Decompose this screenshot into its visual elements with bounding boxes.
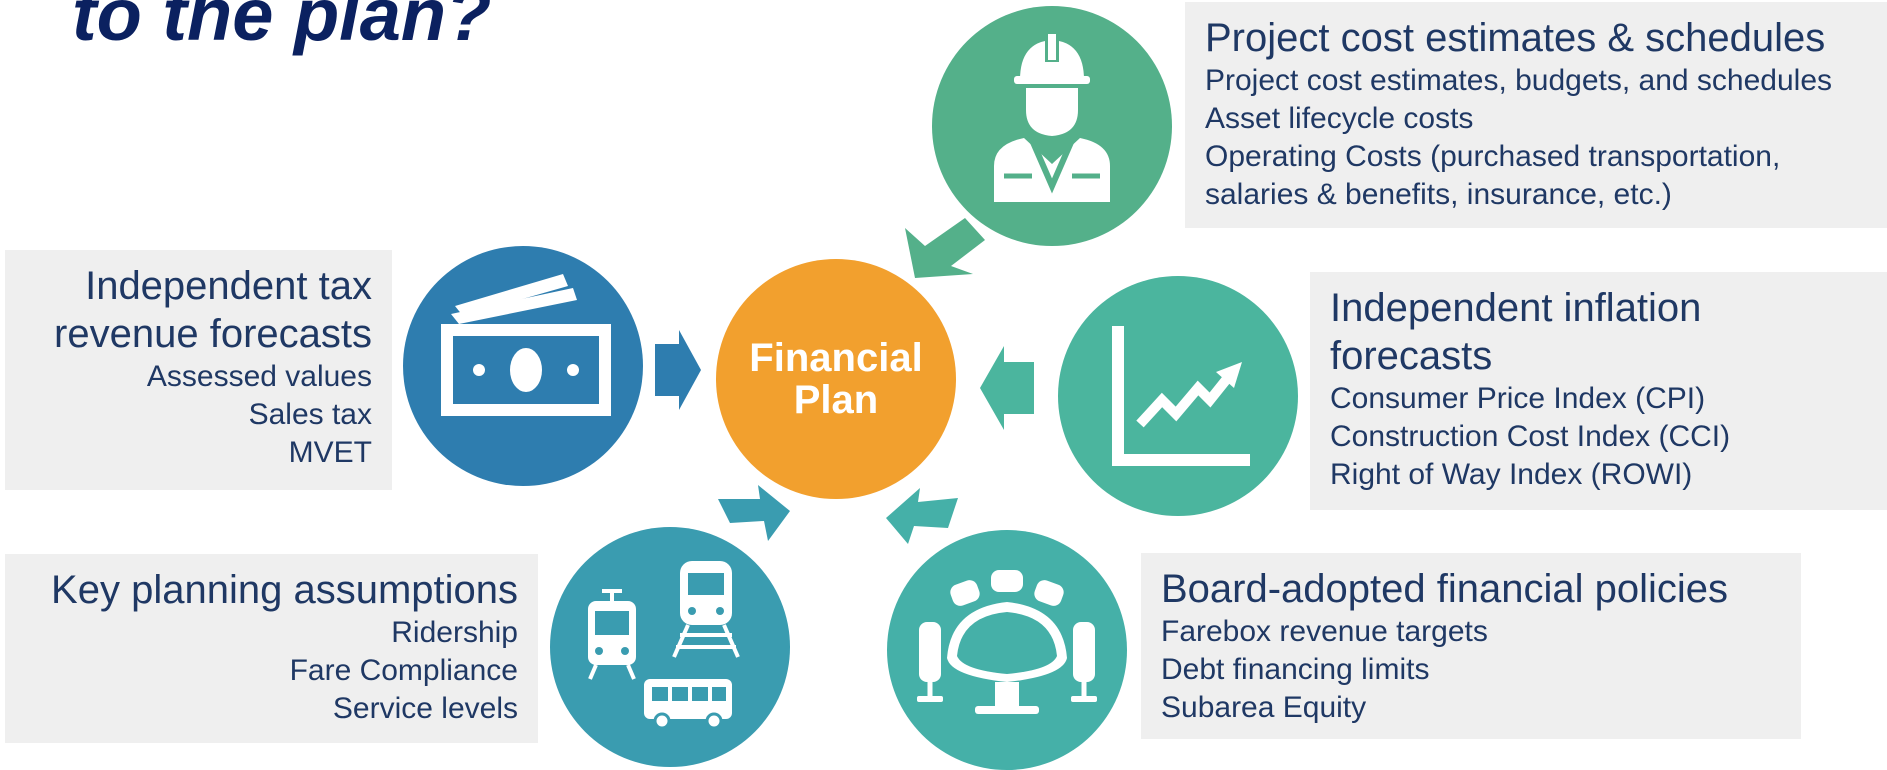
board-policies-box: Board-adopted financial policies Farebox… — [1141, 553, 1801, 739]
tax-revenue-heading-line2: revenue forecasts — [54, 312, 372, 356]
board-policies-list: Farebox revenue targets Debt financing l… — [1161, 613, 1791, 727]
list-item: Sales tax — [248, 398, 372, 431]
planning-assumptions-circle — [550, 527, 790, 767]
list-item: Project cost estimates, budgets, and sch… — [1205, 64, 1833, 97]
inflation-heading-line1: Independent inflation — [1330, 286, 1702, 330]
financial-plan-label: Financial Plan — [749, 336, 923, 422]
inflation-forecast-box: Independent inflation forecasts Consumer… — [1310, 272, 1887, 510]
transit-vehicles-icon — [588, 561, 740, 730]
tax-revenue-box: Independent tax revenue forecasts Assess… — [5, 250, 392, 490]
list-item: Ridership — [391, 616, 518, 649]
list-item: Consumer Price Index (CPI) — [1330, 382, 1706, 415]
list-item: Construction Cost Index (CCI) — [1330, 420, 1731, 453]
inflation-forecast-heading: Independent inflation forecasts — [1330, 284, 1877, 380]
project-cost-heading: Project cost estimates & schedules — [1205, 16, 1826, 60]
page-title: to the plan? — [72, 0, 492, 56]
construction-worker-icon — [994, 34, 1110, 202]
financial-plan-circle: Financial Plan — [716, 259, 956, 499]
planning-assumptions-heading: Key planning assumptions — [51, 568, 518, 612]
list-item: salaries & benefits, insurance, etc.) — [1205, 178, 1672, 211]
inflation-forecast-list: Consumer Price Index (CPI) Construction … — [1330, 380, 1877, 494]
arrow-right-icon — [655, 330, 701, 410]
list-item: Assessed values — [146, 360, 372, 393]
list-item: Subarea Equity — [1161, 691, 1367, 724]
arrow-up-left-icon — [886, 488, 958, 544]
list-item: Right of Way Index (ROWI) — [1330, 458, 1693, 491]
list-item: Operating Costs (purchased transportatio… — [1205, 140, 1781, 173]
project-cost-list: Project cost estimates, budgets, and sch… — [1205, 62, 1877, 214]
tax-revenue-heading: Independent tax revenue forecasts — [15, 262, 372, 358]
board-policies-circle — [887, 530, 1127, 770]
board-policies-heading: Board-adopted financial policies — [1161, 567, 1729, 611]
tax-revenue-list: Assessed values Sales tax MVET — [15, 358, 372, 472]
inflation-forecast-circle — [1058, 276, 1298, 516]
inflation-heading-line2: forecasts — [1330, 334, 1493, 378]
growth-chart-icon — [1112, 326, 1250, 466]
list-item: Fare Compliance — [289, 654, 518, 687]
tax-revenue-heading-line1: Independent tax — [85, 264, 372, 308]
list-item: Asset lifecycle costs — [1205, 102, 1474, 135]
arrow-up-right-icon — [718, 485, 790, 541]
planning-assumptions-list: Ridership Fare Compliance Service levels — [15, 614, 518, 728]
planning-assumptions-box: Key planning assumptions Ridership Fare … — [5, 554, 538, 743]
project-cost-box: Project cost estimates & schedules Proje… — [1185, 2, 1887, 228]
tax-revenue-circle — [403, 246, 643, 486]
list-item: Debt financing limits — [1161, 653, 1430, 686]
list-item: Farebox revenue targets — [1161, 615, 1488, 648]
arrow-down-left-icon — [905, 218, 985, 278]
list-item: Service levels — [332, 692, 518, 725]
conference-table-icon — [917, 570, 1097, 714]
project-cost-circle — [932, 6, 1172, 246]
list-item: MVET — [288, 436, 372, 469]
money-bills-icon — [441, 274, 611, 416]
arrow-left-icon — [980, 346, 1034, 430]
